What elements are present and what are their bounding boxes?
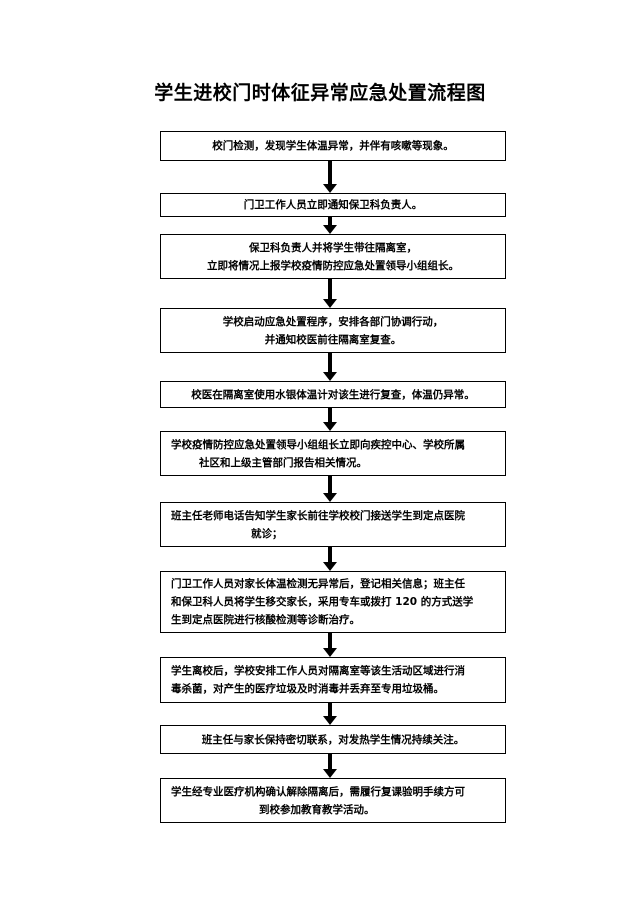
flow-arrow-3 — [323, 279, 337, 308]
page-title: 学生进校门时体征异常应急处置流程图 — [154, 82, 486, 104]
flow-step-9: 学生离校后，学校安排工作人员对隔离室等该生活动区域进行消 毒杀菌，对产生的医疗垃… — [160, 657, 506, 703]
flow-step-6: 学校疫情防控应急处置领导小组组长立即向疾控中心、学校所属 社区和上级主管部门报告… — [160, 431, 506, 476]
flow-step-4-text: 学校启动应急处置程序，安排各部门协调行动， 并通知校医前往隔离室复查。 — [222, 315, 444, 346]
flow-step-10-text: 班主任与家长保持密切联系，对发热学生情况持续关注。 — [201, 733, 465, 746]
flow-arrow-7 — [323, 547, 337, 571]
flow-arrow-8 — [323, 633, 337, 657]
flow-step-3-text: 保卫科负责人并将学生带往隔离室， 立即将情况上报学校疫情防控应急处置领导小组组长… — [207, 241, 459, 272]
flow-step-11-text: 学生经专业医疗机构确认解除隔离后，需履行复课验明手续方可 到校参加教育教学活动。 — [171, 785, 465, 816]
flow-step-2: 门卫工作人员立即通知保卫科负责人。 — [160, 193, 506, 217]
flow-step-1: 校门检测，发现学生体温异常，并伴有咳嗽等现象。 — [160, 131, 506, 161]
flow-step-2-text: 门卫工作人员立即通知保卫科负责人。 — [243, 199, 423, 211]
flow-step-4: 学校启动应急处置程序，安排各部门协调行动， 并通知校医前往隔离室复查。 — [160, 308, 506, 353]
flow-step-9-text: 学生离校后，学校安排工作人员对隔离室等该生活动区域进行消 毒杀菌，对产生的医疗垃… — [171, 665, 465, 695]
flow-step-11: 学生经专业医疗机构确认解除隔离后，需履行复课验明手续方可 到校参加教育教学活动。 — [160, 778, 506, 823]
flow-arrow-5 — [323, 408, 337, 431]
flow-step-1-text: 校门检测，发现学生体温异常，并伴有咳嗽等现象。 — [212, 140, 454, 152]
flow-step-5: 校医在隔离室使用水银体温计对该生进行复查，体温仍异常。 — [160, 381, 506, 408]
flow-step-8: 门卫工作人员对家长体温检测无异常后，登记相关信息；班主任 和保卫科人员将学生移交… — [160, 571, 506, 633]
flow-step-3: 保卫科负责人并将学生带往隔离室， 立即将情况上报学校疫情防控应急处置领导小组组长… — [160, 234, 506, 279]
flow-arrow-9 — [323, 703, 337, 725]
flow-arrow-4 — [323, 353, 337, 381]
flow-step-7-text: 班主任老师电话告知学生家长前往学校校门接送学生到定点医院 就诊； — [171, 509, 465, 540]
flow-arrow-10 — [323, 754, 337, 778]
flow-step-8-text: 门卫工作人员对家长体温检测无异常后，登记相关信息；班主任 和保卫科人员将学生移交… — [171, 578, 474, 626]
flow-arrow-6 — [323, 476, 337, 502]
flow-step-6-text: 学校疫情防控应急处置领导小组组长立即向疾控中心、学校所属 社区和上级主管部门报告… — [171, 438, 465, 469]
flow-step-7: 班主任老师电话告知学生家长前往学校校门接送学生到定点医院 就诊； — [160, 502, 506, 547]
flow-arrow-1 — [323, 161, 337, 193]
flow-arrow-2 — [323, 217, 337, 234]
flow-step-5-text: 校医在隔离室使用水银体温计对该生进行复查，体温仍异常。 — [191, 388, 475, 401]
flow-step-10: 班主任与家长保持密切联系，对发热学生情况持续关注。 — [160, 725, 506, 754]
